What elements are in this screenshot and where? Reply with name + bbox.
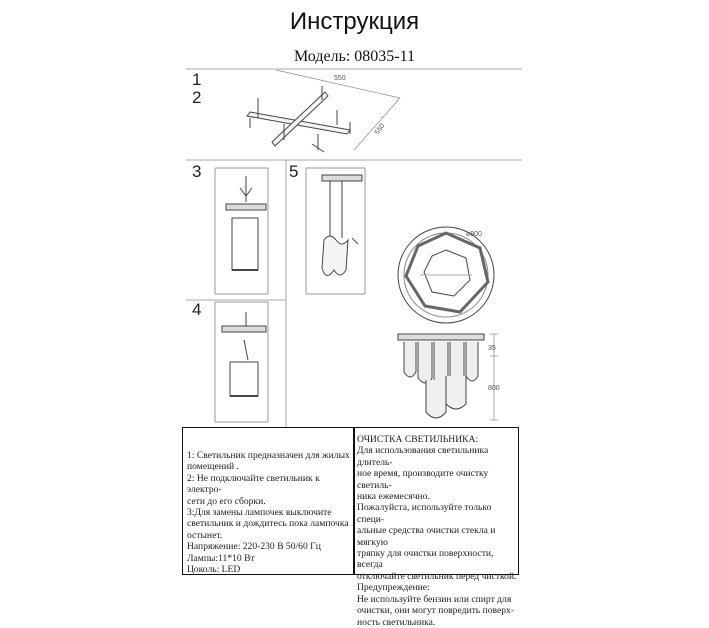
diameter-label: ø800: [466, 231, 482, 238]
step3-drawing: [214, 167, 269, 295]
page-title: Инструкция: [289, 8, 420, 35]
step4-drawing: [214, 301, 269, 423]
side-small-label: 35: [488, 345, 496, 352]
top-width-label: 550: [334, 75, 346, 82]
instructions-box: 1: Светильник предназначен для жилых пом…: [182, 427, 355, 575]
step-3-number: 3: [192, 162, 202, 181]
cleaning-box: ОЧИСТКА СВЕТИЛЬНИКА: Для использования с…: [353, 427, 519, 628]
side-view-drawing: [397, 333, 498, 421]
step-2-number: 2: [192, 88, 202, 107]
top-view-drawing: [397, 226, 495, 324]
step-5-number: 5: [289, 162, 299, 181]
top-depth-label: 550: [374, 122, 386, 136]
cleaning-text: ОЧИСТКА СВЕТИЛЬНИКА: Для использования с…: [357, 434, 517, 628]
step5-drawing: [305, 167, 366, 295]
side-height-label: 800: [488, 385, 500, 392]
step-4-number: 4: [192, 300, 202, 319]
step-1-number: 1: [192, 70, 202, 89]
cross-frame-drawing: [246, 69, 401, 153]
assembly-diagrams: 550 550: [186, 68, 522, 427]
instructions-text: 1: Светильник предназначен для жилых пом…: [187, 450, 350, 576]
model-number: Модель: 08035-11: [293, 48, 416, 65]
